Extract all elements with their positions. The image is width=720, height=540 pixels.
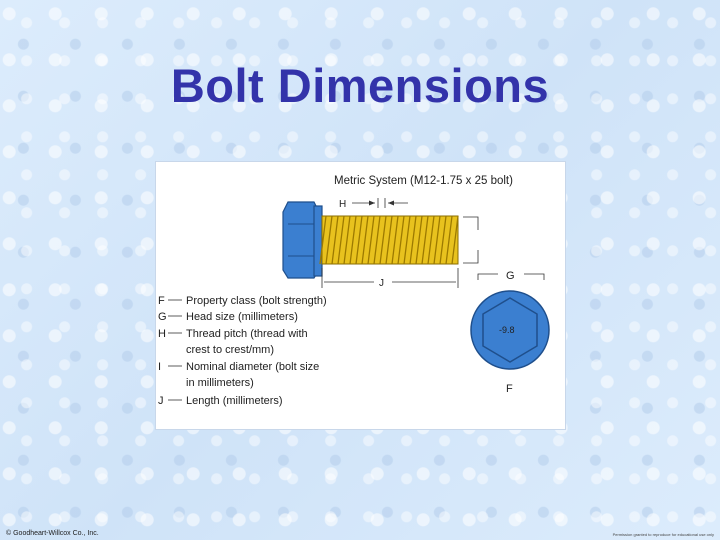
legend-letter-f: F [158,295,165,307]
dim-bracket-g-right [524,273,545,280]
dim-label-h: H [339,199,346,210]
permission-footer: Permission granted to reproduce for educ… [612,532,714,537]
bolt-diagram-svg: Metric System (M12-1.75 x 25 bolt) H [158,175,550,407]
head-marking: -9.8 [499,325,515,335]
bolt-head-side [282,201,323,279]
slide-title: Bolt Dimensions [170,59,550,112]
dim-label-f: F [506,383,513,395]
legend-letter-g: G [158,311,167,323]
legend-letter-i: I [158,361,161,373]
legend-text-f: Property class (bolt strength) [186,295,327,307]
dim-arrowhead-h-left [369,200,375,206]
legend-text-i: Nominal diameter (bolt size [186,361,319,373]
legend-letter-h: H [158,328,166,340]
diagram-heading: Metric System (M12-1.75 x 25 bolt) [334,175,513,187]
dim-bracket-i-bottom [463,250,479,264]
dim-bracket-g-left [477,273,498,280]
dim-label-j: J [379,278,384,289]
legend: F Property class (bolt strength) G Head … [158,295,327,407]
bolt-head-top [470,290,550,370]
dim-arrowhead-h-right [388,200,394,206]
copyright-footer: © Goodheart-Willcox Co., Inc. [6,530,99,537]
bolt-diagram: Metric System (M12-1.75 x 25 bolt) H [155,161,566,430]
dim-bracket-i-top [463,216,479,230]
legend-text-h: Thread pitch (thread with [186,328,308,340]
legend-text-h-cont: crest to crest/mm) [186,344,274,356]
legend-text-g: Head size (millimeters) [186,311,298,323]
legend-text-i-cont: in millimeters) [186,377,254,389]
bolt-thread [319,215,459,265]
dim-label-g: G [506,270,515,282]
legend-letter-j: J [158,395,164,407]
legend-text-j: Length (millimeters) [186,395,283,407]
